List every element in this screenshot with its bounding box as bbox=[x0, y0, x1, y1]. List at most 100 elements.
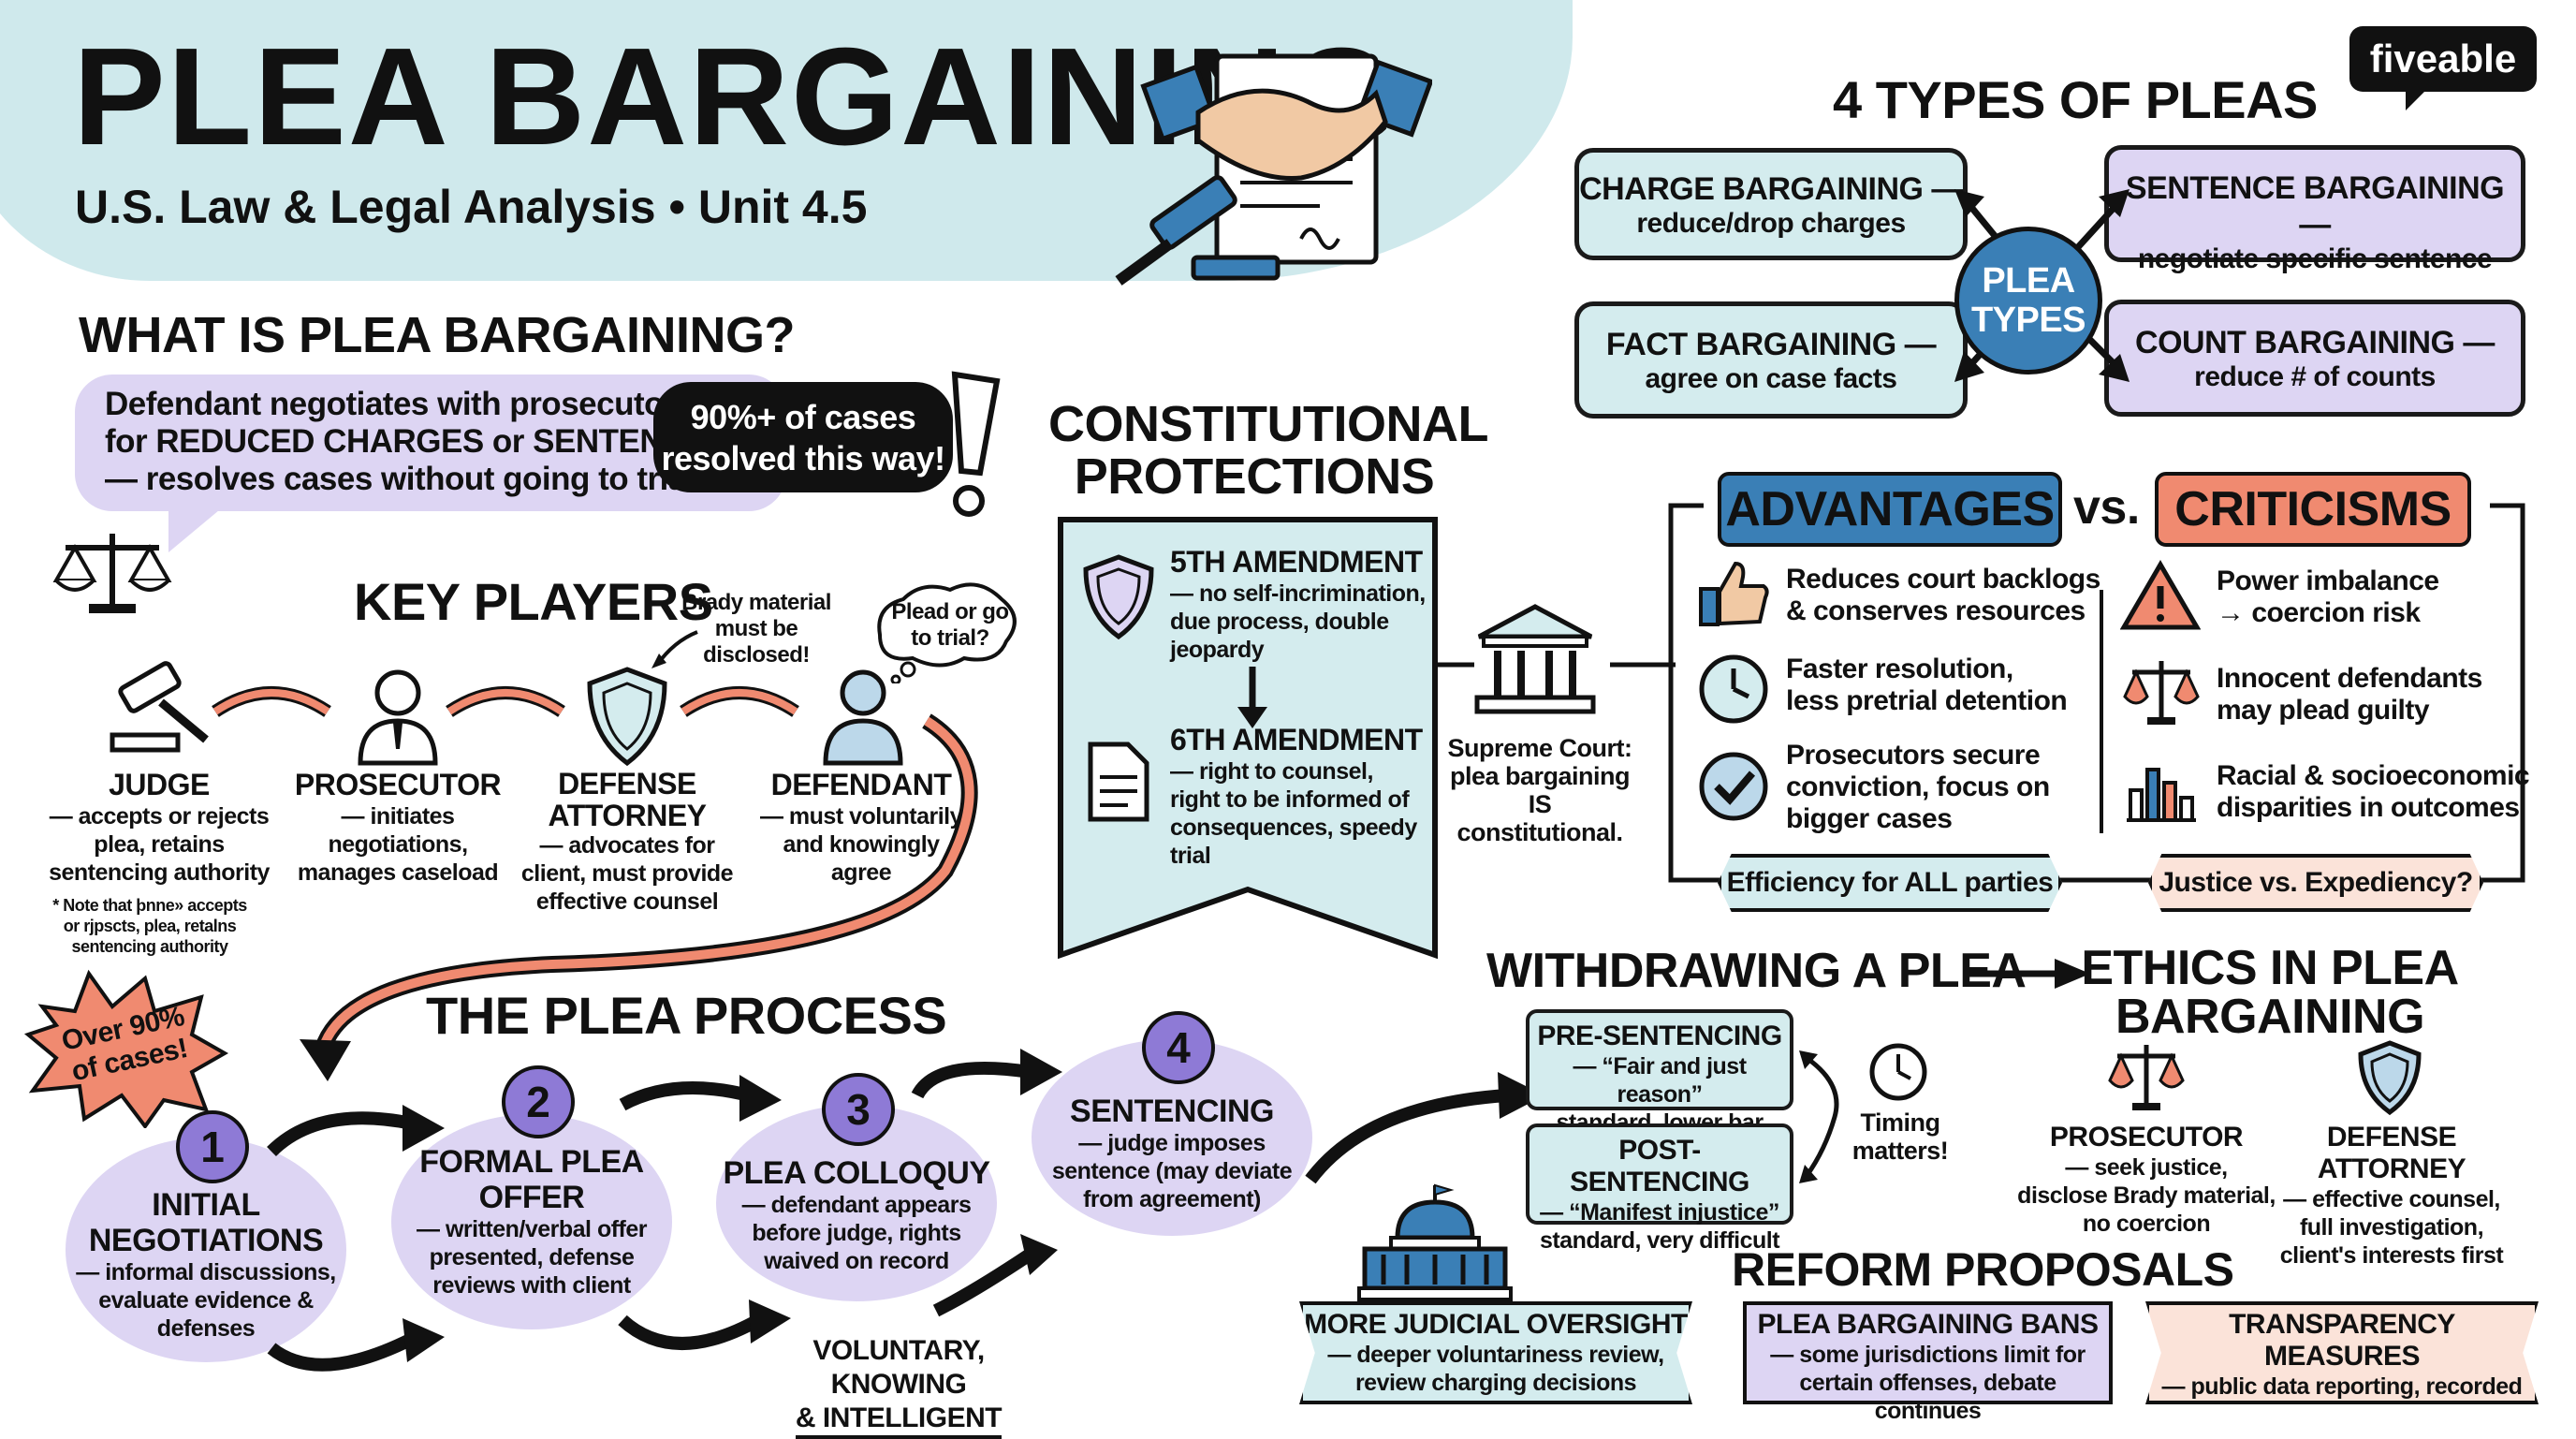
post-sentencing-desc: — “Manifest injustice” standard, very di… bbox=[1530, 1198, 1790, 1255]
thought-line-2: to trial? bbox=[911, 625, 989, 651]
advantage-3-line-1: Prosecutors secure bbox=[1786, 740, 2041, 771]
type-sentence-bargaining: SENTENCE BARGAINING — negotiate specific… bbox=[2104, 145, 2525, 274]
what-is-heading: WHAT IS PLEA BARGAINING? bbox=[79, 307, 795, 363]
step-1-title-2: NEGOTIATIONS bbox=[88, 1223, 324, 1258]
player-prosecutor-desc-2: negotiations, bbox=[328, 831, 468, 858]
sixth-desc: — right to counsel, right to be informed… bbox=[1170, 757, 1442, 870]
type-fact-title: FACT BARGAINING — bbox=[1605, 327, 1937, 362]
plea-process-heading: THE PLEA PROCESS bbox=[426, 986, 947, 1045]
step-3-text: PLEA COLLOQUY — defendant appears before… bbox=[721, 1155, 992, 1275]
advantage-3: Prosecutors secure conviction, focus on … bbox=[1786, 740, 2050, 835]
types-center-1: PLEA bbox=[1982, 261, 2075, 301]
sixth-desc-2: right to be informed of bbox=[1170, 786, 1410, 813]
clock-icon bbox=[1869, 1043, 1927, 1101]
player-defense-desc-2: client, must provide bbox=[520, 860, 734, 887]
player-prosecutor-desc-3: manages caseload bbox=[297, 859, 499, 886]
ethics-prosecutor-desc: — seek justice, disclose Brady material,… bbox=[2011, 1153, 2282, 1238]
scales-icon bbox=[52, 534, 172, 613]
step-4-desc-2: sentence (may deviate bbox=[1051, 1158, 1293, 1184]
stat-bubble: 90%+ of cases resolved this way! bbox=[653, 382, 953, 492]
post-desc-2: standard, very difficult bbox=[1539, 1227, 1780, 1254]
down-arrow-icon bbox=[1237, 667, 1267, 728]
step-1-desc-2: evaluate evidence & bbox=[98, 1287, 314, 1314]
ethics-heading-2: BARGAINING bbox=[2115, 990, 2425, 1044]
timing-line-1: Timing bbox=[1860, 1109, 1940, 1137]
type-sentence-desc: negotiate specific sentence bbox=[2137, 243, 2493, 274]
type-sentence-title: SENTENCE BARGAINING — bbox=[2125, 170, 2505, 242]
player-connectors bbox=[212, 686, 799, 717]
withdraw-heading: WITHDRAWING A PLEA bbox=[1486, 944, 2027, 998]
page-subtitle: U.S. Law & Legal Analysis • Unit 4.5 bbox=[75, 181, 868, 233]
ethics-prosecutor-title: PROSECUTOR bbox=[2049, 1122, 2244, 1153]
step-4-desc: — judge imposes sentence (may deviate fr… bbox=[1036, 1129, 1308, 1213]
ethics-defense-title: DEFENSE ATTORNEY bbox=[2317, 1122, 2466, 1184]
checkmark-icon bbox=[1699, 752, 1768, 821]
step-4-text: SENTENCING — judge imposes sentence (may… bbox=[1036, 1094, 1308, 1213]
criticism-2-line-1: Innocent defendants bbox=[2217, 663, 2482, 694]
player-judge-desc-3: sentencing authority bbox=[49, 859, 270, 886]
type-fact-desc: agree on case facts bbox=[1645, 363, 1897, 394]
ethics-heading-1: ETHICS IN PLEA bbox=[2081, 941, 2459, 995]
step-3-desc-1: — defendant appears bbox=[741, 1192, 972, 1218]
reform-bans-desc: — some jurisdictions limit for certain o… bbox=[1747, 1341, 2109, 1425]
sixth-title: 6TH AMENDMENT bbox=[1170, 723, 1423, 756]
ethics-defense-desc-3: client's interests first bbox=[2279, 1242, 2504, 1269]
exclamation-icon bbox=[951, 371, 1001, 517]
reform-heading: REFORM PROPOSALS bbox=[1732, 1243, 2234, 1296]
handshake-document-gavel-icon bbox=[1115, 53, 1432, 286]
player-defense-name: DEFENSE ATTORNEY bbox=[548, 767, 707, 832]
key-players-heading: KEY PLAYERS bbox=[354, 572, 713, 631]
step-2-text: FORMAL PLEA OFFER — written/verbal offer… bbox=[401, 1144, 663, 1300]
player-defendant-desc-1: — must voluntarily bbox=[759, 803, 963, 830]
shield-icon bbox=[2358, 1040, 2422, 1116]
player-defense-attorney: DEFENSE ATTORNEY — advocates for client,… bbox=[510, 768, 744, 916]
brady-note-line-1: Brady material bbox=[681, 590, 831, 615]
step-4-number: 4 bbox=[1142, 1011, 1215, 1084]
brand-text: fiveable bbox=[2369, 37, 2517, 81]
step-2-title: FORMAL PLEA OFFER bbox=[401, 1144, 663, 1215]
step-3-desc-3: waived on record bbox=[764, 1248, 949, 1274]
step-1-title-1: INITIAL bbox=[152, 1187, 260, 1223]
player-defendant-name: DEFENDANT bbox=[770, 768, 952, 801]
types-center-badge: PLEA TYPES bbox=[1954, 227, 2102, 374]
reform-item-bans: PLEA BARGAINING BANS — some jurisdiction… bbox=[1743, 1301, 2113, 1424]
right-arrow-icon bbox=[1966, 959, 2090, 989]
step-3-title-1: PLEA COLLOQUY bbox=[723, 1155, 990, 1191]
cycle-arrows-icon bbox=[1799, 1050, 1839, 1183]
starburst-badge bbox=[23, 969, 229, 1128]
advantages-badge: ADVANTAGES bbox=[1718, 472, 2062, 547]
advantages-banner: Efficiency for ALL parties bbox=[1718, 854, 2062, 912]
step-2-desc: — written/verbal offer presented, defens… bbox=[401, 1215, 663, 1300]
reform-oversight-desc-1: — deeper voluntariness review, bbox=[1327, 1342, 1664, 1368]
step-2-number: 2 bbox=[502, 1065, 575, 1138]
fifth-desc-2: due process, double bbox=[1170, 609, 1389, 635]
what-is-bubble-tail bbox=[168, 506, 225, 552]
criticism-2: Innocent defendants may plead guilty bbox=[2217, 663, 2482, 727]
pre-sentencing-box: PRE-SENTENCING — “Fair and just reason” … bbox=[1526, 1009, 1793, 1136]
step-1-desc: — informal discussions, evaluate evidenc… bbox=[75, 1258, 337, 1343]
scales-icon bbox=[2123, 661, 2200, 725]
player-defendant-desc-2: and knowingly bbox=[783, 831, 940, 858]
ethics-prosecutor-desc-3: no coercion bbox=[2082, 1211, 2211, 1237]
warning-icon bbox=[2120, 560, 2201, 630]
brady-note-line-2: must be bbox=[714, 616, 798, 641]
capitol-icon bbox=[1357, 1183, 1513, 1301]
step-3-desc-2: before judge, rights bbox=[752, 1220, 961, 1246]
sixth-desc-3: consequences, speedy bbox=[1170, 815, 1417, 841]
criticism-3: Racial & socioeconomic disparities in ou… bbox=[2217, 760, 2530, 824]
constitutional-heading: CONSTITUTIONAL PROTECTIONS bbox=[1048, 398, 1488, 503]
what-is-line-1: Defendant negotiates with prosecutor bbox=[105, 386, 677, 422]
gavel-icon bbox=[110, 661, 209, 753]
post-sentencing-box: POST-SENTENCING — “Manifest injustice” s… bbox=[1526, 1123, 1793, 1254]
type-count-desc: reduce # of counts bbox=[2194, 361, 2436, 392]
brady-note-line-3: disclosed! bbox=[703, 642, 810, 668]
thumbs-up-icon bbox=[1699, 561, 1769, 626]
sixth-amendment: 6TH AMENDMENT — right to counsel, right … bbox=[1170, 723, 1442, 870]
requirement-note: VOLUNTARY, KNOWING & INTELLIGENT bbox=[768, 1334, 1030, 1439]
step-1-number: 1 bbox=[176, 1110, 249, 1183]
adv-crit-bracket bbox=[1668, 503, 2525, 883]
brady-note: Brady material must be disclosed! bbox=[672, 590, 841, 668]
ethics-prosecutor-desc-2: disclose Brady material, bbox=[2017, 1182, 2276, 1209]
reform-oversight-title: MORE JUDICIAL OVERSIGHT bbox=[1304, 1309, 1688, 1340]
brady-arrow-icon bbox=[651, 630, 698, 668]
